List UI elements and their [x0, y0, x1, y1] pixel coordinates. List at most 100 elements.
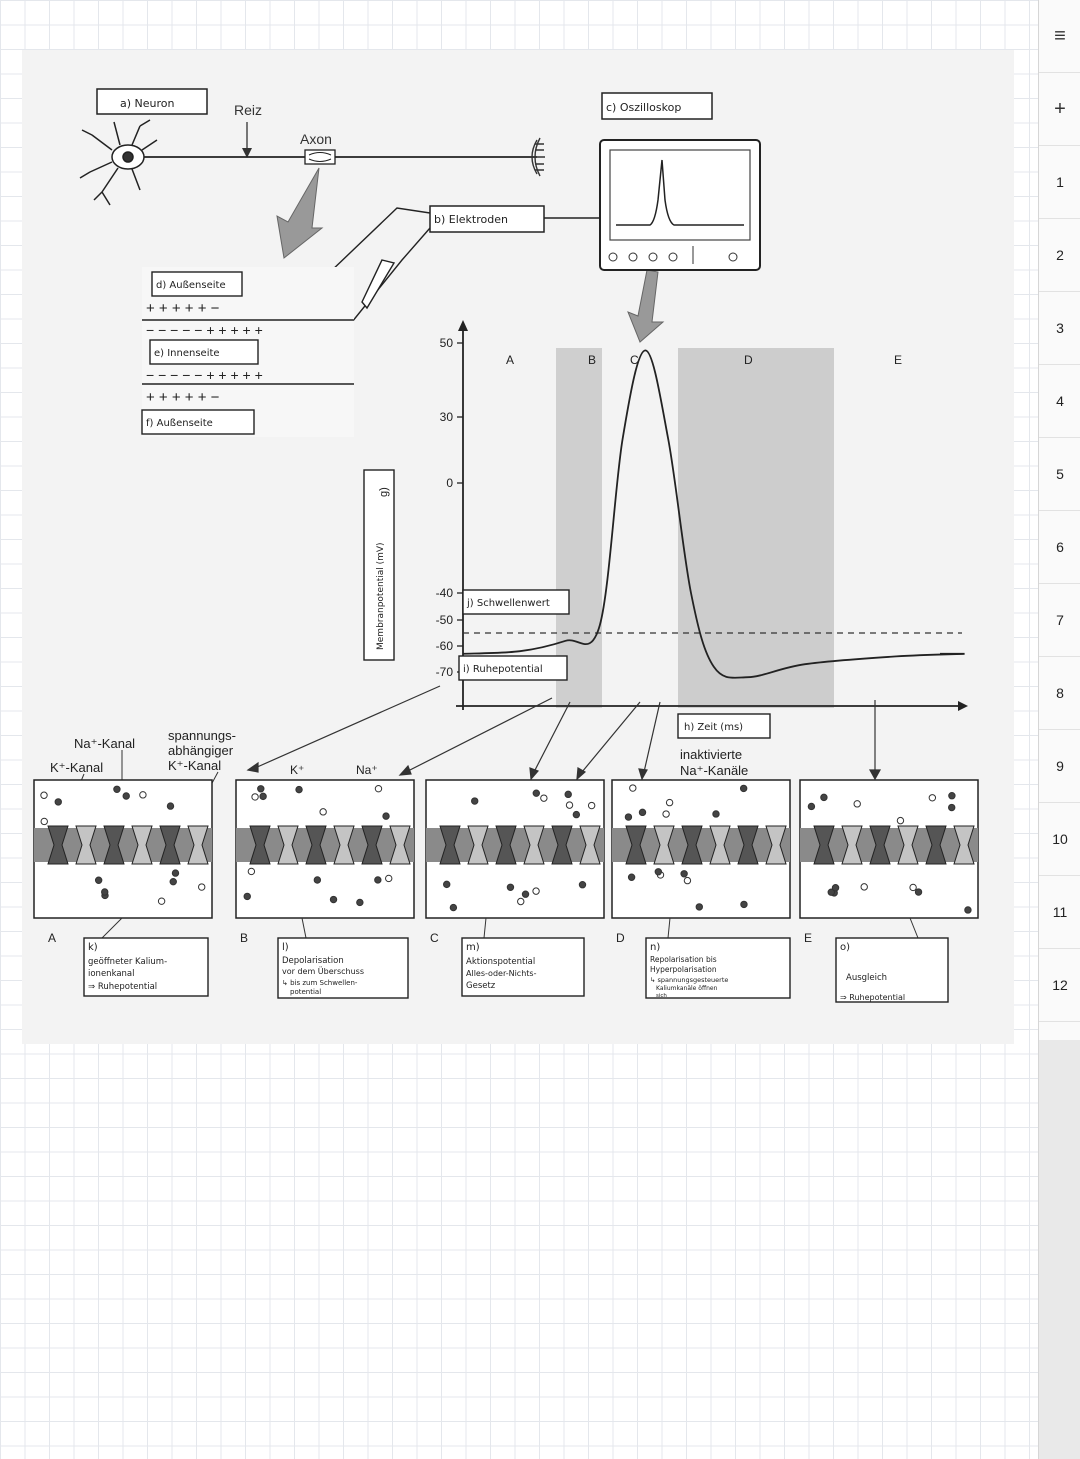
- note-n-0: n): [650, 942, 660, 953]
- label-box-d: [151, 271, 243, 297]
- add-page-button[interactable]: +: [1039, 73, 1080, 146]
- note-l-4: potential: [290, 988, 321, 996]
- note-k-3: ⇒ Ruhepotential: [88, 982, 157, 992]
- label-d: d) Außenseite: [156, 280, 226, 291]
- panel-letter-c: C: [430, 931, 439, 945]
- note-o-0: o): [840, 942, 850, 953]
- zoom-arrow-axon: [276, 167, 324, 259]
- label-box-h: [677, 713, 771, 739]
- y-tick-label: -70: [436, 665, 454, 679]
- page-number: 2: [1056, 247, 1064, 263]
- label-box-i: [458, 655, 568, 681]
- reiz-arrowhead: [242, 148, 252, 158]
- label-k-channel: K⁺-Kanal: [50, 760, 103, 775]
- label-axon: Axon: [300, 131, 332, 147]
- y-tick-label: -40: [436, 586, 454, 600]
- membrane-panels: [33, 779, 979, 919]
- y-tick-label: 30: [440, 410, 454, 424]
- phase-band-b: [556, 348, 602, 708]
- note-o-2: ⇒ Ruhepotential: [840, 993, 905, 1002]
- note-m-2: Alles-oder-Nichts-: [466, 969, 537, 978]
- label-box-c: [601, 92, 713, 120]
- phase-label-d: D: [744, 353, 753, 367]
- note-k-1: geöffneter Kalium-: [88, 957, 167, 967]
- page-number: 7: [1056, 612, 1064, 628]
- label-e: e) Innenseite: [154, 348, 220, 359]
- label-box-e: [149, 339, 259, 365]
- page-item-7[interactable]: 7: [1039, 584, 1080, 657]
- note-m-1: Aktionspotential: [466, 957, 535, 967]
- label-j: j) Schwellenwert: [466, 598, 550, 609]
- note-box-k: [83, 937, 209, 997]
- axon-terminal-icon: [531, 137, 545, 177]
- label-a: a) Neuron: [120, 97, 175, 110]
- membrane-panel-b: [235, 779, 415, 919]
- graph-connector-arrows: [246, 685, 882, 781]
- note-l-0: l): [282, 942, 289, 953]
- page-item-5[interactable]: 5: [1039, 438, 1080, 511]
- membrane-panel-a: [33, 779, 213, 919]
- page-number: 4: [1056, 393, 1064, 409]
- panel-letter-e: E: [804, 931, 812, 945]
- phase-label-a: A: [506, 353, 514, 367]
- page-item-3[interactable]: 3: [1039, 292, 1080, 365]
- page-number: 3: [1056, 320, 1064, 336]
- page-number: 1: [1056, 174, 1064, 190]
- note-n-3: ↳ spannungsgesteuerte: [650, 976, 728, 984]
- membrane-panel-c: [425, 779, 605, 919]
- label-inactivated-2: Na⁺-Kanäle: [680, 763, 748, 778]
- page-number: 8: [1056, 685, 1064, 701]
- note-box-m: [461, 937, 585, 997]
- note-o-1: Ausgleich: [846, 973, 887, 983]
- label-box-b: [429, 205, 545, 233]
- zoom-arrow-oscilloscope: [627, 269, 665, 343]
- label-i: i) Ruhepotential: [463, 664, 543, 675]
- action-potential-diagram: a) Neuron Reiz Axon b) Elektroden c: [33, 88, 979, 1003]
- y-tick-label: -50: [436, 613, 454, 627]
- charges-row-2: − − − − − + + + + +: [146, 322, 263, 338]
- label-box-f: [141, 409, 255, 435]
- page-item-4[interactable]: 4: [1039, 365, 1080, 438]
- page-item-1[interactable]: 1: [1039, 146, 1080, 219]
- phase-label-e: E: [894, 353, 902, 367]
- label-box-a: [96, 88, 208, 115]
- note-k-0: k): [88, 942, 98, 953]
- label-inactivated-1: inaktivierte: [680, 747, 742, 762]
- worksheet-sheet: a) Neuron Reiz Axon b) Elektroden c: [22, 50, 1014, 1044]
- label-na-ion: Na⁺: [356, 763, 378, 777]
- y-axis-label: Membranpotential (mV): [376, 542, 386, 650]
- page-list: ≡ + 1 2 3 4 5 6 7 8 9 10 11 12: [1039, 0, 1080, 1040]
- phase-label-b: B: [588, 353, 596, 367]
- page-item-12[interactable]: 12: [1039, 949, 1080, 1022]
- page-number: 5: [1056, 466, 1064, 482]
- note-box-o: [835, 937, 949, 1003]
- membrane-panel-e: [799, 779, 979, 919]
- panel-letter-a: A: [48, 931, 56, 945]
- menu-button[interactable]: ≡: [1039, 0, 1080, 73]
- label-c: c) Oszilloskop: [606, 101, 681, 114]
- y-tick-label: 0: [446, 476, 453, 490]
- membrane-charge-section: d) Außenseite + + + + + − − − − − − + + …: [141, 267, 354, 437]
- page-number: 10: [1052, 831, 1068, 847]
- phase-band-d: [678, 348, 834, 708]
- page-item-8[interactable]: 8: [1039, 657, 1080, 730]
- action-potential-curve: [462, 349, 965, 679]
- y-tick-label: -60: [436, 639, 454, 653]
- page-item-2[interactable]: 2: [1039, 219, 1080, 292]
- page-item-10[interactable]: 10: [1039, 803, 1080, 876]
- page-item-9[interactable]: 9: [1039, 730, 1080, 803]
- label-b: b) Elektroden: [434, 213, 508, 226]
- label-box-g: [363, 469, 395, 661]
- page-item-6[interactable]: 6: [1039, 511, 1080, 584]
- neuron-section: a) Neuron Reiz Axon b) Elektroden c: [79, 88, 761, 343]
- panel-letter-d: D: [616, 931, 625, 945]
- charges-row-3: − − − − − + + + + +: [146, 367, 263, 383]
- page-item-11[interactable]: 11: [1039, 876, 1080, 949]
- label-h: h) Zeit (ms): [684, 722, 743, 733]
- label-box-j: [462, 589, 570, 615]
- panel-letter-b: B: [240, 931, 248, 945]
- note-m-3: Gesetz: [466, 981, 496, 991]
- notes: k) geöffneter Kalium- ionenkanal ⇒ Ruhep…: [83, 917, 949, 1003]
